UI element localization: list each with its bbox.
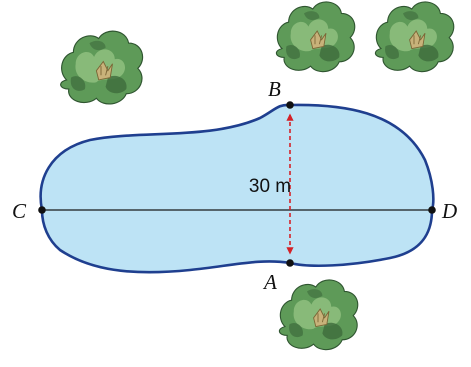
tree-icon [278, 279, 359, 351]
point-b [286, 101, 294, 109]
tree-icon [60, 30, 144, 105]
measurement-label: 30 m [249, 176, 291, 197]
label-b: B [268, 77, 281, 101]
pond-shape [39, 103, 435, 274]
point-d [428, 206, 436, 214]
label-c: C [12, 199, 27, 223]
label-a: A [262, 270, 277, 294]
tree-icon [275, 1, 356, 73]
point-a [286, 259, 294, 267]
point-c [38, 206, 46, 214]
label-d: D [441, 199, 457, 223]
tree-icon [374, 1, 455, 73]
